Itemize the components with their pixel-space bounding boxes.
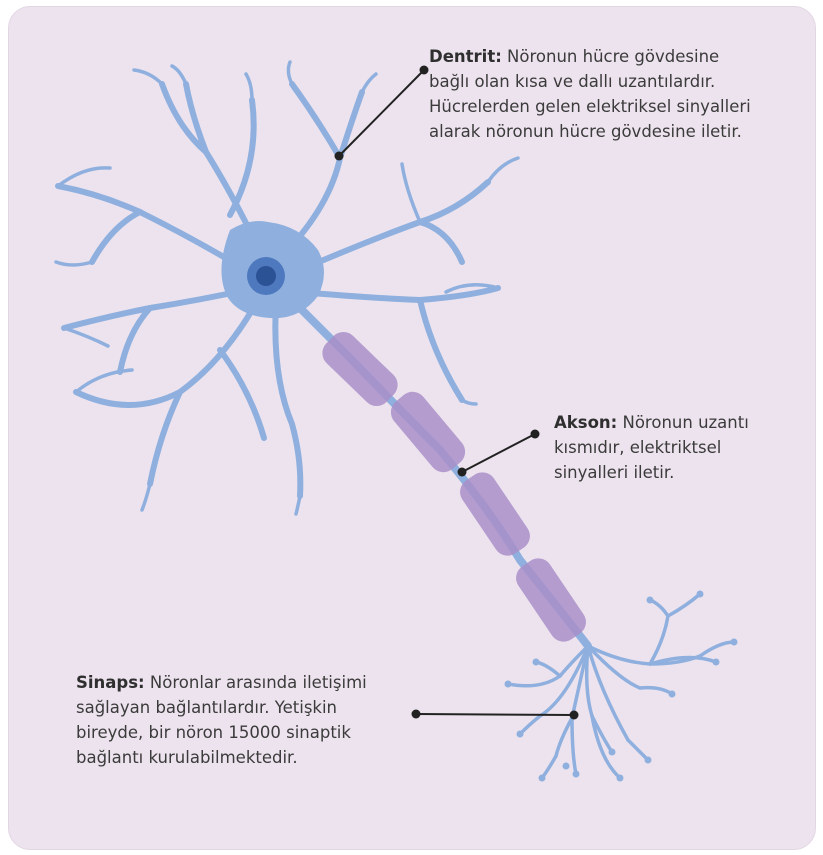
sinaps-line-4: bağlantı kurulabilmektedir. [76,748,298,767]
dentrit-line-4: alarak nöronun hücre gövdesine iletir. [429,122,742,141]
nucleolus [256,266,276,286]
akson-label: Akson: Nöronun uzantı kısmıdır, elektrik… [554,410,784,485]
dendrite-tips [54,60,520,516]
sinaps-line-3: bireyde, bir nöron 15000 sinaptik [76,723,351,742]
myelin-sheath [390,391,466,473]
sinaps-leader [415,713,575,716]
akson-leader-dot [530,429,540,439]
akson-leader [461,433,536,473]
sinaps-label: Sinaps: Nöronlar arasında iletişimi sağl… [76,670,416,770]
akson-line-3: sinyalleri iletir. [554,463,675,482]
sinaps-line-1: Nöronlar arasında iletişimi [144,673,367,692]
myelin-sheath [322,331,398,407]
sinaps-term: Sinaps: [76,673,145,692]
myelin-sheath [516,558,586,642]
sinaps-leader-dot [411,709,421,719]
dentrit-line-1: Nöronun hücre gövdesine [501,47,720,66]
akson-term: Akson: [554,413,618,432]
myelin-sheath [460,472,530,556]
dentrit-label: Dentrit: Nöronun hücre gövdesine bağlı o… [429,44,809,144]
leader-lines [334,65,579,720]
akson-line-1: Nöronun uzantı [617,413,749,432]
dentrit-line-2: bağlı olan kısa ve dallı uzantılardır. [429,72,716,91]
axon-terminals [506,592,736,780]
axon-terminal-dots [504,590,738,782]
dentrit-line-3: Hücrelerden gelen elektriksel sinyalleri [429,97,751,116]
akson-leader-dot [457,467,467,477]
dentrit-leader-dot [419,65,429,75]
dentrit-leader-dot [334,151,344,161]
sinaps-line-2: sağlayan bağlantılardır. Yetişkin [76,698,338,717]
sinaps-leader-dot [569,710,579,720]
myelin-sheaths [322,331,586,642]
akson-line-2: kısmıdır, elektriktsel [554,438,722,457]
dentrit-term: Dentrit: [429,47,502,66]
dentrit-leader [338,69,425,157]
